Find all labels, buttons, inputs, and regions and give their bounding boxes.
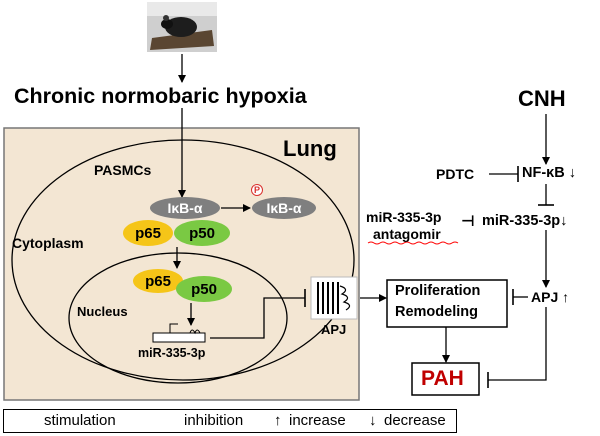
lung-label: Lung: [283, 136, 337, 161]
p65-nucleus: p65: [133, 269, 183, 293]
ikba-phospho-oval: IκB-α: [252, 197, 316, 219]
nucleus-membrane: [68, 252, 288, 384]
mir-pathway-label: miR-335-3p↓: [482, 213, 568, 229]
apj-receptor-label: APJ: [321, 322, 347, 337]
outcome-line1: Proliferation: [395, 283, 481, 299]
legend-box: stimulation inhibition ↑ increase ↓ decr…: [3, 409, 457, 433]
mir-down-arrow: ↓: [560, 213, 568, 229]
legend-decrease: decrease: [384, 412, 446, 429]
legend-increase: increase: [289, 412, 346, 429]
cytoplasm-label: Cytoplasm: [12, 235, 84, 251]
legend-stimulation: stimulation: [44, 412, 116, 429]
title: Chronic normobaric hypoxia: [14, 84, 307, 108]
pah-label: PAH: [421, 367, 464, 390]
p65-cytoplasm: p65: [123, 220, 173, 246]
apj-up-arrow: ↑: [562, 289, 570, 305]
outcome-box: [386, 279, 508, 328]
nucleus-label: Nucleus: [77, 304, 128, 319]
phospho-marker: P: [251, 184, 263, 196]
legend-inhibition: inhibition: [184, 412, 244, 429]
antagomir-inhibits-mir: ⊣: [461, 213, 475, 230]
legend-down-arrow: ↓: [369, 412, 377, 429]
apj-receptor-icon: [310, 276, 358, 320]
legend-up-arrow: ↑: [274, 412, 282, 429]
mouse-image: [147, 2, 217, 52]
mir-gene-icon: [152, 323, 206, 343]
pah-box: [411, 362, 480, 396]
p50-nucleus: p50: [176, 276, 232, 302]
cell-membrane: [11, 139, 355, 381]
mir-gene-label: miR-335-3p: [138, 346, 206, 360]
apj-pathway-label: APJ ↑: [531, 289, 570, 305]
nfkb-label: NF-κB ↓: [522, 165, 576, 181]
ikba-oval: IκB-α: [150, 197, 220, 219]
antagomir-label-2: antagomir: [373, 226, 441, 242]
antagomir-label-1: miR-335-3p: [366, 209, 442, 225]
pasmcs-label: PASMCs: [94, 162, 152, 178]
p50-cytoplasm: p50: [174, 220, 230, 246]
mir-inhibits-apj-line: [210, 297, 305, 339]
cnh-label: CNH: [518, 86, 566, 111]
pdtc-label: PDTC: [436, 166, 475, 182]
antagomir-squiggle: [367, 241, 459, 245]
apj-inhibits-pah-line: [488, 307, 547, 381]
nfkb-down-arrow: ↓: [568, 165, 576, 181]
outcome-line2: Remodeling: [395, 304, 478, 320]
